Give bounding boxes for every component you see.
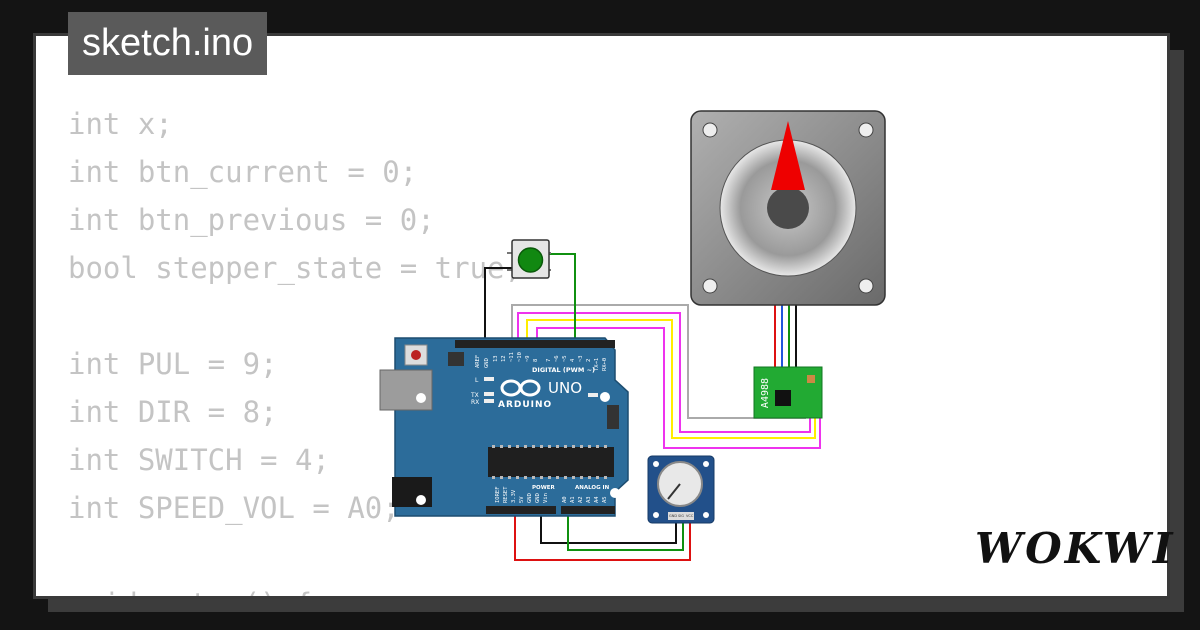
file-title: sketch.ino <box>68 12 268 75</box>
wire-green-button[interactable] <box>548 253 576 350</box>
wire-pink-2[interactable] <box>536 327 821 449</box>
pin-label: AREF <box>475 355 481 368</box>
pin-label: A5 <box>602 496 608 503</box>
pin-label: 2 <box>586 359 592 362</box>
a4988-driver: A4988 <box>753 366 823 419</box>
pin-label: 12 <box>501 355 507 362</box>
pin-label: IOREF <box>495 486 501 503</box>
code-line: int btn_current = 0; <box>68 155 418 189</box>
wire-black-button[interactable] <box>484 267 515 350</box>
stepper-motor <box>690 110 886 306</box>
pin-label: ~10 <box>517 352 523 362</box>
wokwi-logo: WOKWI <box>975 524 1176 573</box>
code-line: int SPEED_VOL = A0; <box>68 491 400 525</box>
pot-pin-label: SIG <box>678 514 684 518</box>
wire-red-power[interactable] <box>514 510 691 561</box>
reset-button-icon[interactable] <box>411 350 421 360</box>
digital-pin-labels: AREF GND 13 12 ~11 ~10 ~9 8 7 ~6 ~5 4 ~3… <box>475 352 608 371</box>
pin-label: ~5 <box>562 355 568 362</box>
pin-label: 3.3V <box>511 489 517 503</box>
button-cap-icon[interactable] <box>517 247 544 273</box>
code-line: int x; <box>68 107 173 141</box>
pin-label: A0 <box>562 496 568 503</box>
pin-label: RESET <box>503 486 509 503</box>
pin-label: A3 <box>586 496 592 503</box>
code-editor: int x; int btn_current = 0; int btn_previo… <box>68 100 522 596</box>
driver-label: A4988 <box>760 378 771 408</box>
pin-label: 13 <box>493 355 499 362</box>
code-line: int DIR = 8; <box>68 395 278 429</box>
pin-label: ~9 <box>525 355 531 362</box>
pin-label: A4 <box>594 496 600 503</box>
arduino-uno: AREF GND 13 12 ~11 ~10 ~9 8 7 ~6 ~5 4 ~3… <box>379 337 629 517</box>
needle-icon <box>771 121 805 190</box>
pin-label: 4 <box>570 358 576 362</box>
pin-label: ~3 <box>578 355 584 362</box>
pin-label: ~11 <box>509 352 515 362</box>
tx-label: TX <box>470 392 479 399</box>
pot-pin-label: GND <box>669 514 677 518</box>
pin-label: TX→1 <box>594 358 600 371</box>
pot-pin-label: VCC <box>686 514 694 518</box>
preview-card: int x; int btn_current = 0; int btn_previo… <box>33 33 1170 599</box>
rx-label: RX <box>471 399 479 406</box>
wire-pink[interactable] <box>517 312 811 433</box>
wire-green-analog[interactable] <box>567 510 684 551</box>
on-label: ON <box>600 393 609 400</box>
potentiometer[interactable]: GND SIG VCC <box>647 455 715 524</box>
pin-label: 7 <box>546 359 552 362</box>
pin-label: GND <box>527 493 533 503</box>
wire-black-power[interactable] <box>540 510 677 544</box>
pin-label: GND <box>484 358 490 368</box>
board-model-label: UNO <box>548 379 582 397</box>
code-line: int SWITCH = 4; <box>68 443 330 477</box>
code-line: int PUL = 9; <box>68 347 278 381</box>
power-label: POWER <box>532 485 556 491</box>
pin-label: A1 <box>570 496 576 503</box>
l-label: L <box>475 377 479 384</box>
code-line: int btn_previous = 0; <box>68 203 435 237</box>
pin-label: RX←0 <box>602 358 608 371</box>
pin-label: ~6 <box>554 355 560 362</box>
pushbutton[interactable] <box>507 239 551 279</box>
arduino-logo-icon <box>500 379 541 397</box>
pin-label: A2 <box>578 496 584 503</box>
pin-label: 8 <box>533 359 539 362</box>
digital-label: DIGITAL (PWM ~) <box>532 366 595 374</box>
pin-label: GND <box>535 493 541 503</box>
code-line: void setup() { <box>68 580 522 596</box>
analog-label: ANALOG IN <box>575 485 610 491</box>
pin-label: Vin <box>543 493 549 503</box>
pin-label: 5V <box>519 496 525 503</box>
wire-yellow[interactable] <box>526 319 816 439</box>
board-brand-label: ARDUINO <box>498 400 552 410</box>
